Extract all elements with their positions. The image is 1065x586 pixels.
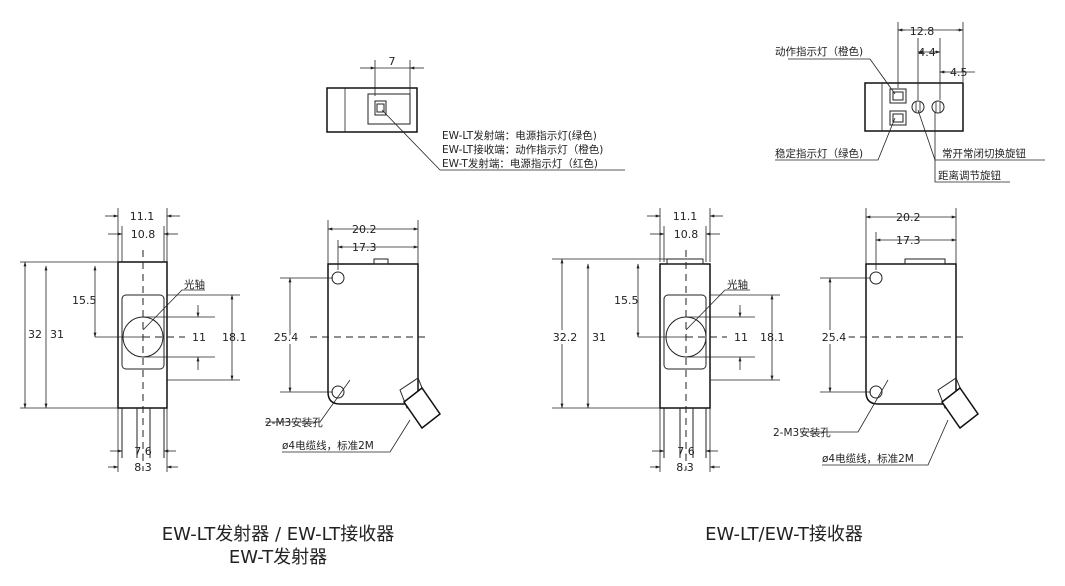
dim-17-3: 17.3 — [352, 241, 377, 254]
right-front-view: 11.1 10.8 32.2 32.2 31 15.5 11 18.1 光轴 7… — [550, 208, 785, 474]
label-stable-led: 稳定指示灯（绿色) — [775, 147, 863, 160]
dim-12-8: 12.8 — [910, 25, 935, 38]
dim-20-2: 20.2 — [352, 223, 377, 236]
dim-17-3: 17.3 — [896, 234, 921, 247]
svg-text:25.4: 25.4 — [822, 331, 847, 344]
label-mount-holes: 2-M3安装孔 — [773, 426, 831, 439]
switch-knob — [911, 100, 925, 114]
leader-stable — [775, 117, 896, 161]
label-switch-knob: 常开常闭切换旋钮 — [942, 147, 1026, 160]
top-view-right: 12.8 4.4 4.5 动作指示灯（橙色) 稳定指示灯（绿色) 常开常闭切换旋… — [775, 22, 1045, 183]
dim-7: 7 — [389, 55, 396, 68]
dim-7-6: 7.6 — [677, 445, 695, 458]
distance-knob — [931, 100, 945, 114]
leader-distance — [934, 112, 1010, 183]
dim-25-4: 25.4 — [274, 331, 299, 344]
label-cable: ø4电缆线，标准2M — [282, 439, 374, 452]
dim-11: 11 — [734, 331, 748, 344]
indicator-led — [374, 100, 387, 116]
sensor-body-top — [864, 82, 964, 132]
sensor-body-side — [327, 263, 419, 405]
caption-left-line2: EW-T发射器 — [229, 547, 327, 568]
leader-action — [788, 58, 896, 95]
label-optical-axis: 光轴 — [727, 278, 748, 291]
dim-11-1: 11.1 — [130, 210, 155, 223]
label-optical-axis: 光轴 — [184, 278, 205, 291]
dim-15-5: 15.5 — [614, 294, 639, 307]
left-side-view: 20.2 17.3 25.4 25.4 2-M3安装孔 ø4电缆线，标准2M — [265, 220, 442, 453]
dim-32-2: 32.2 — [553, 331, 578, 344]
dim-4-5: 4.5 — [950, 66, 968, 79]
svg-text:32: 32 — [28, 328, 42, 341]
cable — [937, 377, 980, 430]
dim-25-4: 25.4 — [822, 331, 847, 344]
left-front-view: 11.1 10.8 32 32 31 15.5 11 18.1 光轴 7.6 — [20, 208, 247, 474]
dim-11-1: 11.1 — [673, 210, 698, 223]
label-cable: ø4电缆线，标准2M — [822, 452, 914, 465]
sensor-body-front — [659, 263, 711, 409]
sensor-body-side — [865, 263, 957, 405]
label-mount-holes: 2-M3安装孔 — [265, 416, 323, 429]
svg-text:25.4: 25.4 — [274, 331, 299, 344]
dim-20-2: 20.2 — [896, 211, 921, 224]
dim-31: 31 — [50, 328, 64, 341]
dim-11: 11 — [192, 331, 206, 344]
indicator-window — [367, 93, 411, 125]
dim-15-5: 15.5 — [72, 294, 97, 307]
dim-32: 32 — [28, 328, 42, 341]
label-action-led: 动作指示灯（橙色) — [775, 45, 863, 58]
dim-10-8: 10.8 — [674, 228, 699, 241]
svg-text:32.2: 32.2 — [553, 331, 578, 344]
stable-led — [889, 110, 907, 126]
dim-8-3: 8.3 — [134, 461, 152, 474]
caption-right: EW-LT/EW-T接收器 — [705, 524, 863, 545]
note-lt-receiver: EW-LT接收端：动作指示灯（橙色) — [442, 143, 603, 156]
dim-7-6: 7.6 — [134, 445, 152, 458]
dim-31: 31 — [592, 331, 606, 344]
dim-4-4: 4.4 — [918, 46, 936, 59]
note-lt-emitter: EW-LT发射端：电源指示灯(绿色) — [442, 129, 597, 142]
caption-left-line1: EW-LT发射器 / EW-LT接收器 — [162, 524, 394, 545]
dim-8-3: 8.3 — [676, 461, 694, 474]
sensor-body-top — [326, 87, 418, 133]
dim-18-1: 18.1 — [222, 331, 247, 344]
note-t-emitter: EW-T发射端：电源指示灯（红色) — [442, 157, 598, 170]
cable — [399, 377, 442, 430]
leader-line — [381, 109, 625, 171]
label-distance-knob: 距离调节旋钮 — [938, 169, 1001, 182]
top-view-left: 7 EW-LT发射端：电源指示灯(绿色) EW-LT接收端：动作指示灯（橙色) … — [326, 55, 625, 171]
dim-10-8: 10.8 — [131, 228, 156, 241]
right-side-view: 20.2 17.3 25.4 25.4 2-M3安装孔 ø4电缆线，标准2M — [773, 208, 980, 466]
dim-18-1: 18.1 — [760, 331, 785, 344]
action-led — [889, 88, 907, 104]
